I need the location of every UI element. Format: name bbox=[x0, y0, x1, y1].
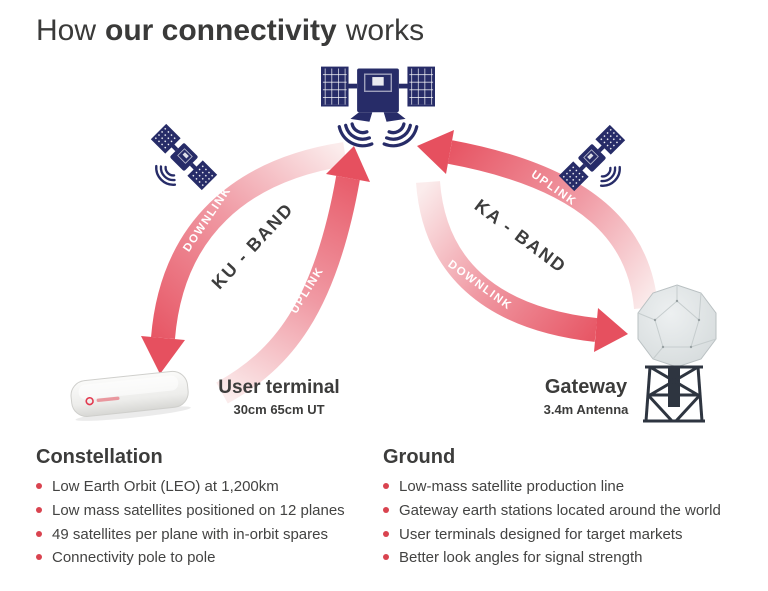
bullet-dot-icon bbox=[383, 530, 389, 537]
gateway-spec: 3.4m Antenna bbox=[543, 402, 629, 417]
constellation-section: Constellation Low Earth Orbit (LEO) at 1… bbox=[36, 446, 374, 574]
ku-uplink-arrow bbox=[216, 146, 370, 404]
list-item-text: Gateway earth stations located around th… bbox=[399, 501, 721, 519]
ka-downlink-arrow bbox=[416, 180, 628, 352]
user-terminal-name: User terminal bbox=[218, 377, 340, 398]
gateway-dome-illustration bbox=[637, 284, 717, 368]
constellation-list: Low Earth Orbit (LEO) at 1,200km Low mas… bbox=[36, 479, 374, 566]
list-item-text: User terminals designed for target marke… bbox=[399, 525, 683, 543]
satellite-icon-left bbox=[136, 125, 216, 205]
gateway-stand bbox=[643, 365, 705, 423]
bullet-dot-icon bbox=[36, 554, 42, 561]
bullet-dot-icon bbox=[383, 483, 389, 489]
list-item-text: 49 satellites per plane with in-orbit sp… bbox=[52, 525, 328, 543]
list-item-text: Low-mass satellite production line bbox=[399, 478, 625, 495]
ka-downlink-label: DOWNLINK bbox=[445, 258, 514, 312]
title-bold: our connectivity bbox=[105, 14, 337, 47]
list-item: Connectivity pole to pole bbox=[36, 550, 374, 566]
list-item: Low mass satellites positioned on 12 pla… bbox=[36, 501, 374, 519]
list-item: Gateway earth stations located around th… bbox=[383, 501, 768, 519]
bullet-dot-icon bbox=[383, 554, 389, 561]
bullet-dot-icon bbox=[36, 483, 42, 489]
user-terminal-label: User terminal 30cm 65cm UT bbox=[218, 377, 340, 417]
gateway-label: Gateway 3.4m Antenna bbox=[536, 376, 636, 417]
bullet-dot-icon bbox=[36, 506, 42, 513]
list-item-text: Better look angles for signal strength bbox=[399, 549, 643, 567]
bullet-dot-icon bbox=[383, 506, 389, 513]
signal-waves-icon bbox=[333, 117, 423, 154]
ground-section: Ground Low-mass satellite production lin… bbox=[383, 446, 768, 574]
ground-list: Low-mass satellite production line Gatew… bbox=[383, 479, 768, 566]
ku-downlink-arrow bbox=[141, 142, 347, 374]
page-title: How our connectivity works bbox=[36, 14, 424, 48]
list-item-text: Connectivity pole to pole bbox=[52, 549, 216, 567]
list-item: Low Earth Orbit (LEO) at 1,200km bbox=[36, 479, 374, 495]
user-terminal-spec: 30cm 65cm UT bbox=[233, 402, 325, 417]
ground-heading: Ground bbox=[383, 446, 456, 468]
terminal-logo-icon bbox=[85, 396, 120, 406]
satellite-icon-main bbox=[320, 66, 436, 154]
list-item: Low-mass satellite production line bbox=[383, 479, 768, 495]
ka-uplink-arrow bbox=[417, 130, 658, 310]
ka-band-label: KA - BAND bbox=[471, 195, 571, 277]
connectivity-diagram: DOWNLINK UPLINK UPLINK DOWNLINK KU - BAN… bbox=[70, 66, 717, 423]
title-suffix: works bbox=[345, 14, 425, 47]
list-item-text: Low Earth Orbit (LEO) at 1,200km bbox=[52, 478, 279, 495]
list-item: 49 satellites per plane with in-orbit sp… bbox=[36, 525, 374, 543]
bullet-dot-icon bbox=[36, 530, 42, 537]
constellation-heading: Constellation bbox=[36, 446, 163, 468]
list-item: User terminals designed for target marke… bbox=[383, 525, 768, 543]
gateway-name: Gateway bbox=[544, 376, 628, 398]
title-prefix: How bbox=[36, 14, 97, 47]
list-item: Better look angles for signal strength bbox=[383, 550, 768, 566]
list-item-text: Low mass satellites positioned on 12 pla… bbox=[52, 501, 345, 519]
user-terminal-illustration bbox=[70, 370, 191, 421]
